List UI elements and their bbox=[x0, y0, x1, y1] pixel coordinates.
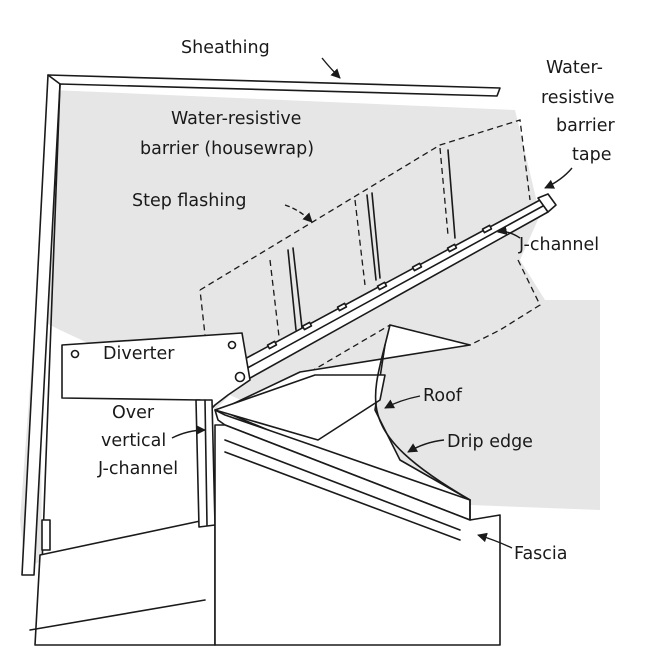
diverter-plate bbox=[61, 332, 251, 411]
nail-slots bbox=[266, 224, 493, 350]
fascia-board bbox=[214, 409, 501, 646]
label-drip-edge: Drip edge bbox=[407, 432, 533, 453]
diverter-nail-hole bbox=[227, 340, 237, 350]
label-drip-edge-text: Drip edge bbox=[447, 432, 533, 452]
diverter-nail-hole bbox=[70, 349, 80, 359]
label-sheathing-text: Sheathing bbox=[181, 38, 270, 58]
label-roof: Roof bbox=[384, 386, 463, 409]
label-over-line3: J-channel bbox=[97, 459, 178, 479]
label-wrb: Water-resistive barrier (housewrap) bbox=[140, 109, 314, 159]
vertical-j-channel-end bbox=[41, 519, 51, 551]
siding-lower-wall bbox=[29, 519, 216, 646]
label-over-line2: vertical bbox=[101, 431, 166, 451]
label-j-channel-text: J-channel bbox=[518, 235, 599, 255]
label-diverter: Diverter bbox=[103, 344, 175, 364]
label-fascia: Fascia bbox=[477, 532, 568, 564]
label-wrb-tape: Water- resistive barrier tape bbox=[541, 58, 616, 189]
label-diverter-text: Diverter bbox=[103, 344, 175, 364]
label-sheathing: Sheathing bbox=[181, 38, 341, 79]
vertical-j-channel bbox=[195, 399, 216, 528]
label-wrb-line1: Water-resistive bbox=[171, 109, 301, 129]
label-over-line1: Over bbox=[112, 403, 155, 423]
diverter-nail-hole bbox=[234, 371, 246, 383]
step-flashing-pieces bbox=[287, 149, 456, 331]
label-wrb-line2: barrier (housewrap) bbox=[140, 139, 314, 159]
label-over-vertical-j-channel: Over vertical J-channel bbox=[97, 403, 206, 479]
label-j-channel: J-channel bbox=[497, 225, 599, 255]
label-roof-text: Roof bbox=[423, 386, 463, 406]
label-step-flashing: Step flashing bbox=[132, 191, 313, 223]
label-wrb-tape-line1: Water- bbox=[546, 58, 603, 78]
label-step-flashing-text: Step flashing bbox=[132, 191, 246, 211]
label-wrb-tape-line4: tape bbox=[572, 145, 611, 165]
label-fascia-text: Fascia bbox=[514, 544, 568, 564]
label-wrb-tape-line3: barrier bbox=[556, 116, 616, 136]
label-wrb-tape-line2: resistive bbox=[541, 88, 615, 108]
